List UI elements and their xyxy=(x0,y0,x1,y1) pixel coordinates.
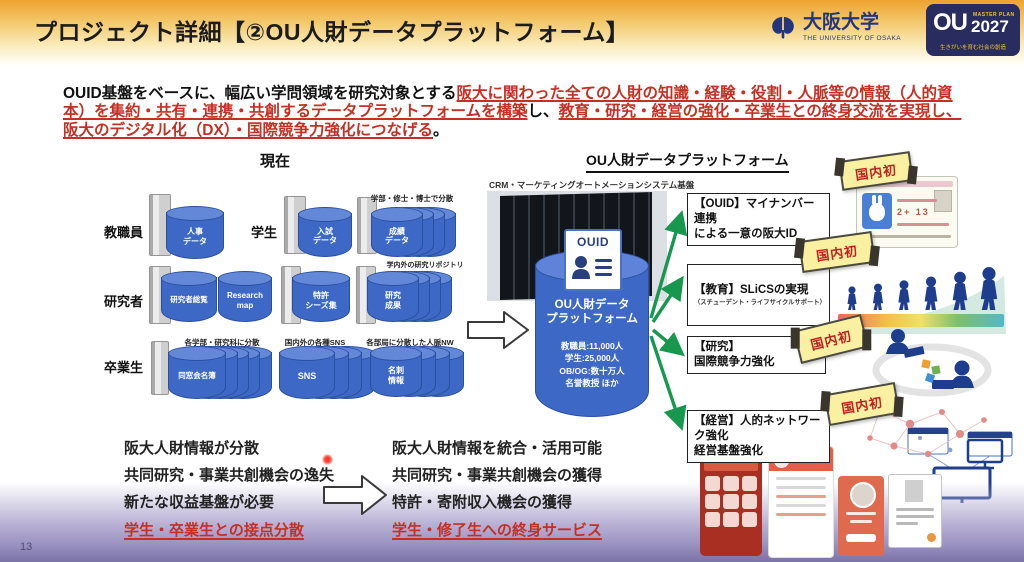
improvement-arrow-icon xyxy=(323,475,387,515)
id-card-mockup xyxy=(888,474,942,548)
db-directory-label: 研究者総覧 xyxy=(170,295,208,305)
name-card-photo xyxy=(850,482,876,508)
row-label-alumni: 卒業生 xyxy=(104,360,144,375)
ou2027-tagline: 生きがいを育む社会の創造 xyxy=(939,45,1006,51)
db-researchmap-label: Research map xyxy=(226,291,264,310)
card-digits: 2+ 13 xyxy=(897,207,930,217)
mynumber-card-image: 2+ 13 xyxy=(856,176,958,248)
ou2027-year: 2027 xyxy=(971,17,1009,36)
binder-icon xyxy=(151,341,169,395)
intro-paragraph: OUID基盤をベースに、幅広い学問領域を研究対象とする阪大に関わった全ての人財の… xyxy=(63,85,965,141)
student-lifecycle-image xyxy=(836,267,1006,334)
scatter-note-alumni: 各学部・研究科に分散 xyxy=(184,338,260,347)
db-directory: 研究者総覧 xyxy=(161,271,217,322)
university-name: 大阪大学 xyxy=(803,12,880,33)
db-cards: 名刺 情報 xyxy=(370,346,422,397)
db-alumni-roster: 同窓会名簿 xyxy=(168,346,226,399)
outcome-education-title: 【教育】SLiCSの実現 xyxy=(694,283,809,296)
platform-cylinder-title: OU人財データ プラットフォーム xyxy=(546,299,638,326)
header-band xyxy=(0,0,1024,66)
db-patents-label: 特許 シーズ集 xyxy=(305,291,337,310)
db-sns: SNS xyxy=(279,346,335,399)
after-line-3: 特許・寄附収入機会の獲得 xyxy=(392,494,573,511)
intro-seg-1: OUID基盤をベースに、幅広い学問領域を研究対象とする xyxy=(63,84,457,102)
db-results: 研究 成果 xyxy=(367,271,419,322)
laser-pointer-dot xyxy=(322,454,333,465)
row-label-students: 学生 xyxy=(251,225,278,240)
before-line-2: 共同研究・事業共創機会の逸失 xyxy=(124,467,335,484)
db-hr-label: 人事 データ xyxy=(183,227,207,246)
intro-seg-5: 。 xyxy=(432,121,449,139)
db-admission-label: 入試 データ xyxy=(313,226,337,245)
db-grades-label: 成績 データ xyxy=(385,226,409,245)
ou2027-master-plan: MASTER PLAN xyxy=(973,12,1015,18)
db-cards-label: 名刺 情報 xyxy=(388,366,404,385)
card-line xyxy=(897,223,949,226)
current-heading: 現在 xyxy=(259,153,290,170)
after-highlight: 学生・修了生への終身サービス xyxy=(392,522,603,539)
db-admission: 入試 データ xyxy=(298,207,352,257)
db-results-label: 研究 成果 xyxy=(385,291,401,310)
card-header-band xyxy=(861,181,953,187)
rabbit-mascot-icon xyxy=(862,193,892,229)
row-label-staff: 教職員 xyxy=(104,225,144,240)
osaka-university-logo: 大阪大学 THE UNIVERSITY OF OSAKA xyxy=(768,12,901,52)
intro-seg-2: 阪大に関わった全ての人財の知識・経験・役割・人脈等の情報（人的資本）を集約・共有… xyxy=(63,84,953,121)
page-number: 13 xyxy=(20,541,33,553)
ouid-card-label: OUID xyxy=(577,235,609,249)
before-highlight: 学生・卒業生との接点分散 xyxy=(124,522,304,539)
scatter-note-repository: 学内外の研究リポジトリ xyxy=(386,262,464,269)
digital-name-card-mockup xyxy=(838,476,884,556)
platform-cylinder-stats: 教職員:11,000人 学生:25,000人 OB/OG:数十万人 名誉教授 ほ… xyxy=(559,341,625,388)
intro-seg-3: し、 xyxy=(527,103,559,121)
ou2027-ou: OU xyxy=(933,9,968,36)
before-line-3: 新たな収益基盤が必要 xyxy=(124,494,275,511)
ou2027-logo: OU MASTER PLAN 2027 生きがいを育む社会の創造 xyxy=(926,4,1020,56)
university-subtitle: THE UNIVERSITY OF OSAKA xyxy=(803,34,901,42)
crm-label: CRM・マーケティングオートメーションシステム基盤 xyxy=(489,180,695,190)
db-sns-label: SNS xyxy=(297,371,317,382)
outcome-education-sub: （スチューデント・ライフサイクルサポート） xyxy=(694,298,826,306)
db-patents: 特許 シーズ集 xyxy=(292,271,350,322)
page-title: プロジェクト詳細【②OU人財データプラットフォーム】 xyxy=(34,19,630,45)
person-id-icon xyxy=(572,256,612,279)
ginkgo-leaf-icon xyxy=(768,13,798,52)
platform-heading: OU人財データプラットフォーム xyxy=(586,150,789,173)
intro-seg-4: 教育・研究・経営の強化・卒業生との終身交流を実現し、阪大のデジタル化（DX）・国… xyxy=(63,103,962,139)
outcome-box-education: 【教育】SLiCSの実現 （スチューデント・ライフサイクルサポート） xyxy=(687,264,830,326)
outcome-box-management: 【経営】人的ネットワーク強化 経営基盤強化 xyxy=(687,410,830,463)
card-line xyxy=(863,235,951,238)
scatter-note-grades: 学部・修士・博士で分散 xyxy=(370,194,454,203)
outcome-box-ouid: 【OUID】マイナンバー連携 による一意の阪大ID xyxy=(687,193,830,246)
mobile-app-mockup xyxy=(700,446,762,556)
id-card-photo xyxy=(905,480,923,502)
db-grades: 成績 データ xyxy=(371,207,423,257)
db-alumni-roster-label: 同窓会名簿 xyxy=(178,371,216,381)
before-line-1: 阪大人財情報が分散 xyxy=(124,440,260,457)
app-banner xyxy=(704,462,758,471)
ouid-card: OUID xyxy=(564,229,622,291)
transform-arrow-icon xyxy=(467,311,529,349)
scatter-note-network: 各部局に分散した人脈NW xyxy=(366,338,454,347)
research-collaboration-image xyxy=(872,329,992,397)
row-label-researchers: 研究者 xyxy=(104,294,144,309)
after-line-2: 共同研究・事業共創機会の獲得 xyxy=(392,467,603,484)
db-researchmap: Research map xyxy=(218,271,272,322)
app-icon-grid xyxy=(700,473,762,530)
id-card-seal xyxy=(927,533,936,542)
scatter-note-sns: 国内外の各種SNS xyxy=(284,338,346,347)
after-line-1: 阪大人財情報を統合・活用可能 xyxy=(392,440,603,457)
card-line xyxy=(897,199,937,202)
db-hr: 人事 データ xyxy=(166,206,224,259)
